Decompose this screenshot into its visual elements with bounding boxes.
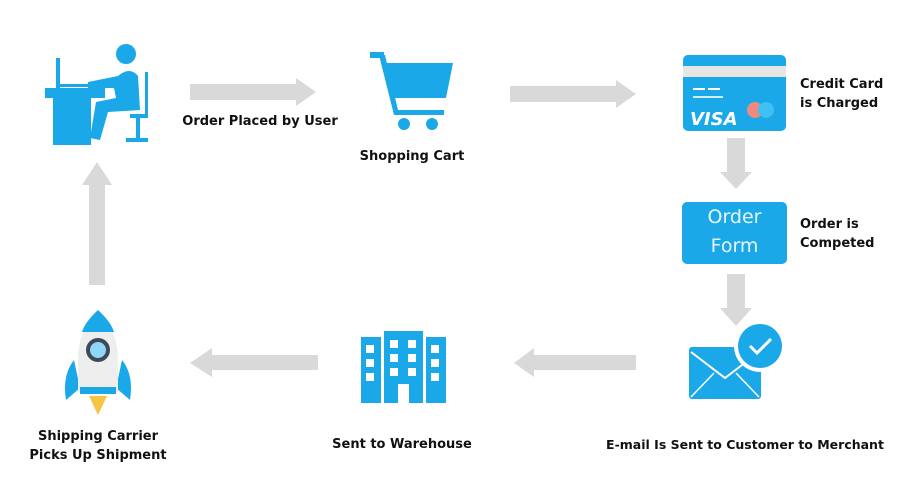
- building-icon: [361, 331, 446, 403]
- order-form-box: [682, 202, 787, 264]
- warehouse-label: Sent to Warehouse: [332, 437, 472, 452]
- shipping-label-1: Shipping Carrier: [37, 429, 159, 444]
- rocket-icon: [65, 310, 131, 415]
- order-form-text: Order Form: [682, 203, 787, 261]
- svg-text:VISA: VISA: [690, 109, 738, 130]
- shopping-cart-label: Shopping Cart: [359, 149, 465, 164]
- arrow-right-1: [190, 78, 316, 106]
- shipping-label-2: Picks Up Shipment: [29, 448, 167, 463]
- arrow-up: [82, 162, 112, 285]
- email-sent-label: E-mail Is Sent to Customer to Merchant: [606, 437, 884, 452]
- arrow-right-2: [510, 80, 636, 108]
- order-form-line1: Order: [707, 206, 762, 228]
- order-completed-label-1: Order is: [800, 217, 859, 232]
- arrow-down-1: [720, 138, 752, 189]
- person-at-desk-icon: [45, 44, 148, 145]
- arrow-left-2: [190, 348, 318, 377]
- order-placed-label: Order Placed by User: [182, 114, 338, 129]
- credit-card-icon: VISA: [683, 55, 786, 131]
- arrow-left-1: [514, 348, 636, 377]
- arrow-down-2: [720, 274, 752, 326]
- shopping-cart-icon: [370, 52, 453, 130]
- credit-card-label-1: Credit Card: [800, 77, 884, 92]
- credit-card-label-2: is Charged: [800, 96, 879, 111]
- order-completed-label-2: Competed: [800, 236, 875, 251]
- envelope-check-icon: [689, 320, 786, 399]
- order-form-line2: Form: [710, 235, 759, 257]
